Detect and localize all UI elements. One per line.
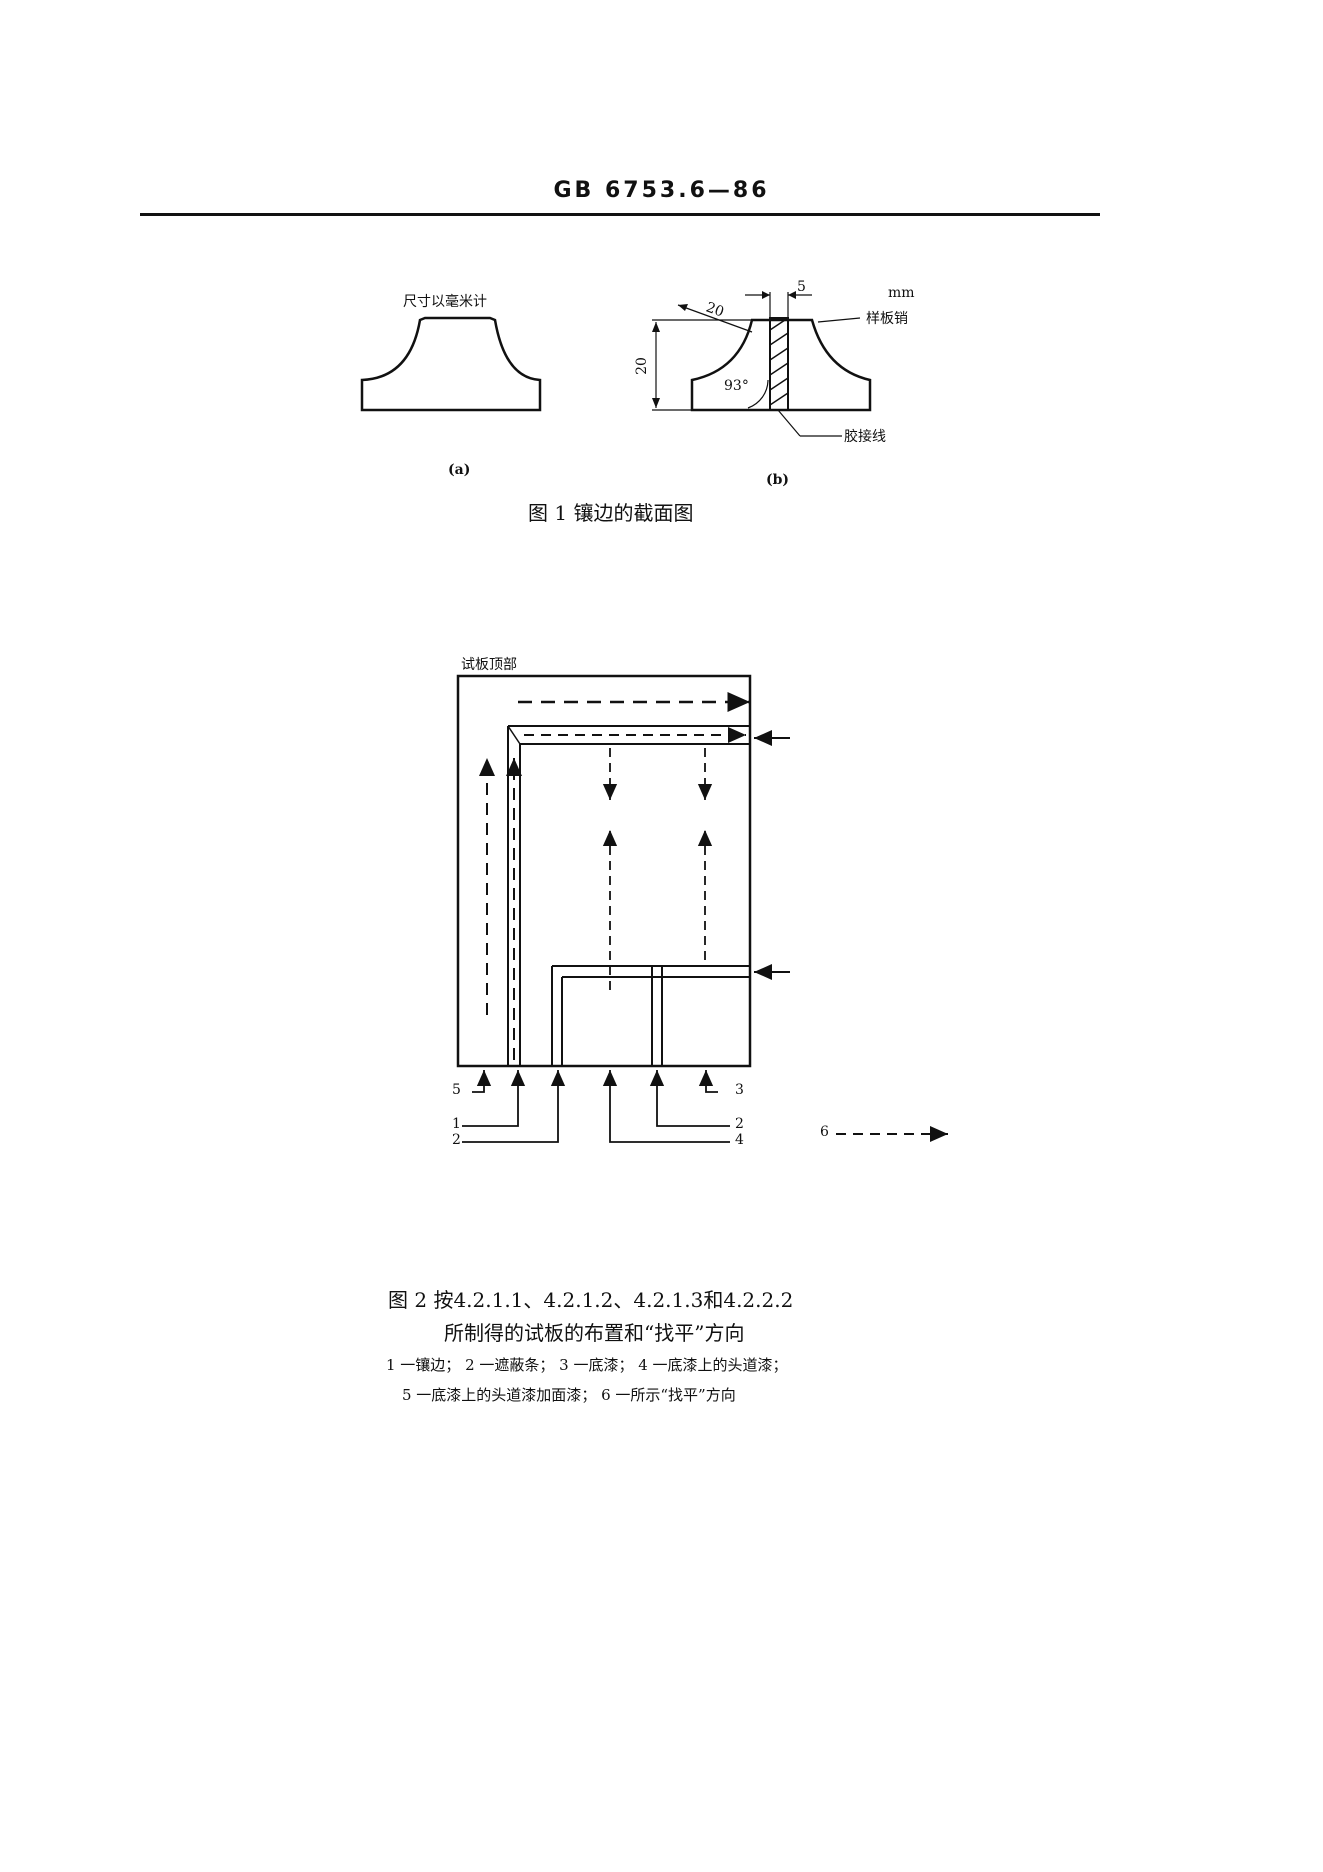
callout-2-left: 2	[452, 1132, 461, 1148]
sample-pin-hatch	[769, 317, 789, 411]
profile-a-outline	[360, 316, 542, 412]
figure-2-drawing	[456, 674, 948, 1143]
callout-6: 6	[820, 1124, 829, 1140]
callout-1: 1	[452, 1116, 461, 1132]
figure-1-caption: 图 1 镶边的截面图	[528, 501, 694, 525]
unit-label: mm	[888, 285, 915, 301]
callout-5: 5	[452, 1082, 461, 1098]
figure-1-drawing	[360, 291, 872, 437]
callout-4: 4	[735, 1132, 744, 1148]
callout-2-right: 2	[735, 1116, 744, 1132]
glue-line-label: 胶接线	[844, 429, 886, 445]
panel-top-label: 试板顶部	[461, 657, 517, 673]
figure-2-caption-line1: 图 2 按4.2.1.1、4.2.1.2、4.2.1.3和4.2.2.2	[388, 1288, 794, 1312]
profile-b-outline	[690, 318, 872, 412]
dim-top-label: 5	[797, 279, 806, 295]
pin-label: 样板销	[866, 311, 908, 327]
document-header-code: GB 6753.6—86	[553, 178, 770, 203]
panel-outline	[456, 674, 752, 1068]
dim-angle-label: 93°	[724, 378, 749, 394]
unit-note: 尺寸以毫米计	[403, 294, 487, 310]
subfigure-b-label: (b)	[766, 472, 790, 488]
subfigure-a-label: (a)	[448, 462, 471, 478]
figure-2-legend-line1: 1 一镶边； 2 一遮蔽条； 3 一底漆； 4 一底漆上的头道漆；	[386, 1356, 788, 1374]
dim-height-label: 20	[633, 357, 650, 375]
figure-2-caption-line2: 所制得的试板的布置和“找平”方向	[444, 1321, 745, 1345]
callout-3: 3	[735, 1082, 744, 1098]
figure-2-legend-line2: 5 一底漆上的头道漆加面漆； 6 一所示“找平”方向	[402, 1386, 736, 1404]
header-rule	[140, 213, 1100, 216]
